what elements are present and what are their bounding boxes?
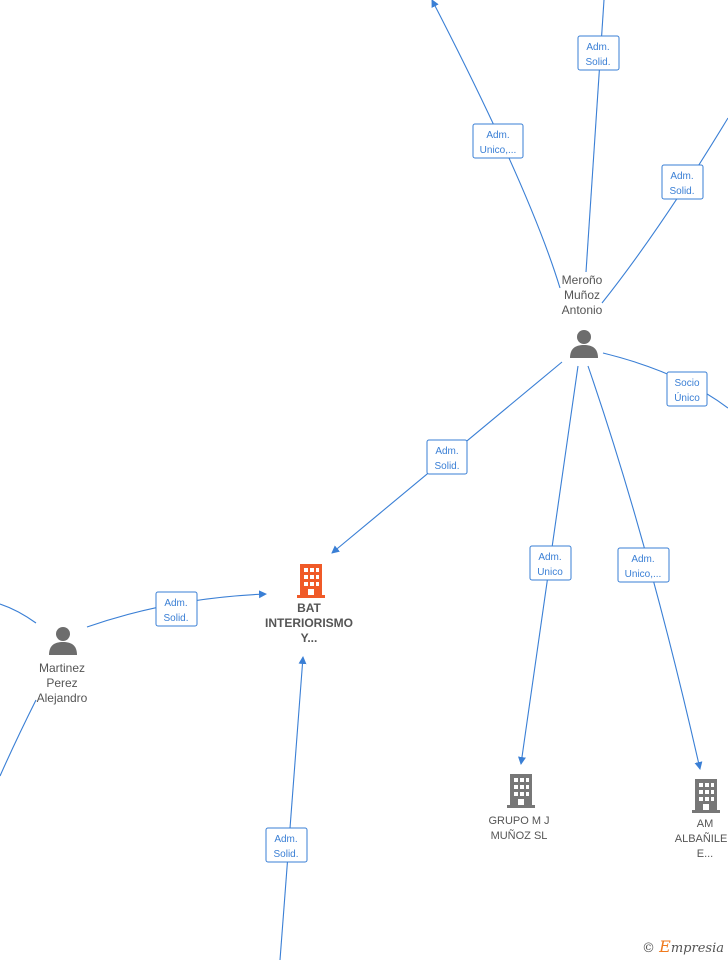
edge-label[interactable]: Adm. Solid. (155, 591, 198, 627)
node-label: E... (697, 848, 714, 860)
edge-label[interactable]: Socio Único (666, 371, 708, 407)
copyright-icon: © (642, 941, 656, 956)
brand-logo-text: mpresia (670, 941, 724, 956)
node-label: ALBAÑILER (675, 832, 728, 845)
svg-text:Socio: Socio (674, 378, 699, 389)
edge-martinez-left-top (0, 603, 37, 624)
edge-bottom-bat (279, 656, 307, 960)
svg-text:Unico,...: Unico,... (625, 569, 662, 580)
svg-text:Adm.: Adm. (631, 554, 654, 565)
svg-text:Adm.: Adm. (670, 171, 693, 182)
svg-text:Unico: Unico (537, 567, 563, 578)
svg-text:Adm.: Adm. (274, 834, 297, 845)
node-label: Alejandro (37, 691, 88, 705)
edge-label[interactable]: Adm. Unico (529, 545, 572, 581)
node-grupo[interactable]: GRUPO M J MUÑOZ SL (488, 774, 550, 842)
edge-label[interactable]: Adm. Solid. (577, 35, 620, 71)
edge-merono-top-left (431, 0, 561, 289)
building-icon (297, 564, 325, 598)
node-merono[interactable]: Meroño Muñoz Antonio (562, 273, 603, 358)
edge-label[interactable]: Adm. Unico,... (472, 123, 524, 159)
node-label: Perez (46, 676, 77, 690)
svg-text:Adm.: Adm. (164, 598, 187, 609)
edge-label[interactable]: Adm. Unico,... (617, 547, 670, 583)
edge-labels: Adm. Unico,... Adm. Solid. Adm. Solid. S… (155, 35, 708, 863)
edge-label[interactable]: Adm. Solid. (661, 164, 704, 200)
svg-text:Solid.: Solid. (163, 613, 188, 624)
svg-text:Adm.: Adm. (586, 42, 609, 53)
building-icon (692, 779, 720, 813)
svg-text:Solid.: Solid. (585, 57, 610, 68)
edge-martinez-left-bottom (0, 699, 37, 777)
svg-text:Solid.: Solid. (273, 849, 298, 860)
node-label: Muñoz (564, 288, 600, 302)
node-label: Y... (301, 631, 318, 645)
svg-text:Adm.: Adm. (486, 130, 509, 141)
svg-text:Solid.: Solid. (669, 186, 694, 197)
watermark: © Empresia (642, 937, 724, 956)
svg-text:Solid.: Solid. (434, 461, 459, 472)
node-am[interactable]: AM ALBAÑILER E... (675, 779, 728, 860)
edge-label[interactable]: Adm. Solid. (265, 827, 308, 863)
node-label: AM (697, 818, 714, 830)
node-label: Martinez (39, 661, 85, 675)
svg-text:Único: Único (674, 391, 700, 404)
edge-label[interactable]: Adm. Solid. (426, 439, 468, 475)
node-label: INTERIORISMO (265, 616, 353, 630)
node-bat[interactable]: BAT INTERIORISMO Y... (265, 564, 353, 645)
node-martinez[interactable]: Martinez Perez Alejandro (37, 627, 88, 705)
node-label: Meroño (562, 273, 603, 287)
node-label: GRUPO M J (488, 815, 549, 827)
node-label: MUÑOZ SL (491, 829, 548, 842)
node-label: BAT (297, 601, 321, 615)
svg-text:Adm.: Adm. (538, 552, 561, 563)
person-icon (49, 627, 77, 655)
brand-logo-initial: E (659, 937, 671, 956)
node-label: Antonio (562, 303, 603, 317)
edge-merono-right (602, 352, 728, 409)
svg-text:Adm.: Adm. (435, 446, 458, 457)
person-icon (570, 330, 598, 358)
building-icon (507, 774, 535, 808)
svg-text:Unico,...: Unico,... (480, 145, 517, 156)
edge-merono-top-right (601, 117, 728, 304)
